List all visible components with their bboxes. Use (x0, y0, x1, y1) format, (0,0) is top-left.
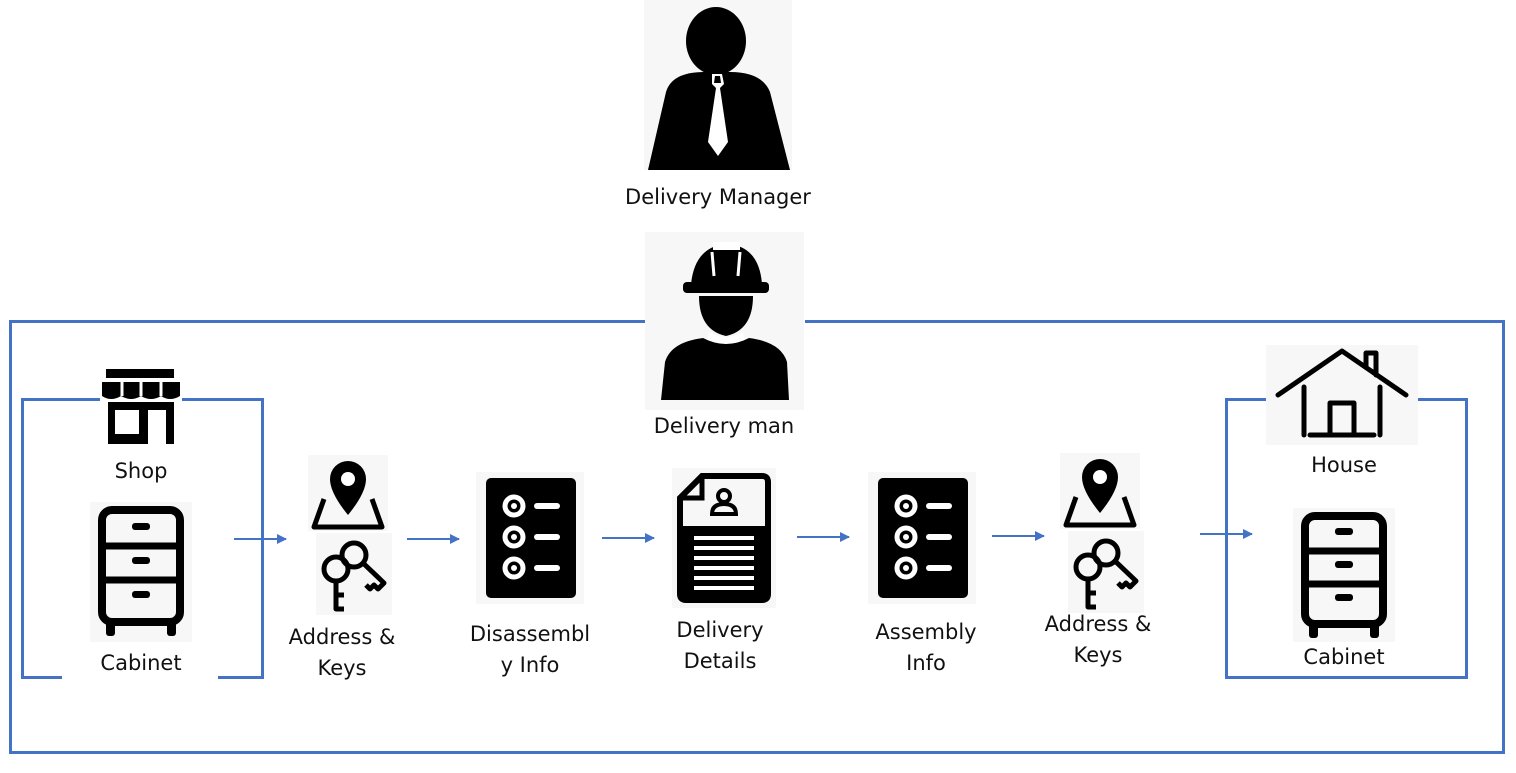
step-3-label: Delivery Details (640, 615, 800, 677)
step-5-label: Address & Keys (1018, 609, 1178, 671)
step-4-line-1: Assembly (875, 620, 977, 644)
step-4-line-2: Info (906, 651, 946, 675)
origin-cabinet-label: Cabinet (100, 651, 182, 675)
shop-label: Shop (114, 459, 168, 483)
step-2-line-2: y Info (500, 653, 560, 677)
step-2-line-1: Disassembl (469, 622, 591, 646)
cabinet-icon (90, 502, 192, 642)
keys-icon (316, 533, 392, 615)
worker-icon (645, 232, 804, 410)
step-1-line-2: Keys (317, 656, 367, 680)
house-icon (1266, 345, 1418, 445)
map-pin-icon (1060, 453, 1140, 529)
step-3-line-1: Delivery (676, 618, 764, 642)
house-label: House (1311, 453, 1377, 477)
keys-icon (1068, 531, 1144, 613)
shop-icon (100, 366, 182, 446)
map-pin-icon (308, 455, 388, 531)
origin-box-bottom-gap (62, 675, 218, 681)
step-5-line-2: Keys (1073, 643, 1123, 667)
step-1-line-1: Address & (288, 625, 396, 649)
manager-label: Delivery Manager (625, 185, 811, 209)
document-icon (672, 468, 776, 608)
step-2-label: Disassembl y Info (450, 619, 610, 681)
deliveryman-label: Delivery man (653, 414, 795, 438)
step-4-label: Assembly Info (846, 617, 1006, 679)
cabinet-icon (1293, 508, 1395, 642)
step-1-label: Address & Keys (262, 622, 422, 684)
manager-icon (644, 0, 792, 170)
checklist-icon (476, 472, 584, 604)
step-5-line-1: Address & (1044, 612, 1152, 636)
step-3-line-2: Details (683, 649, 757, 673)
destination-cabinet-label: Cabinet (1303, 645, 1385, 669)
checklist-icon (868, 472, 976, 604)
